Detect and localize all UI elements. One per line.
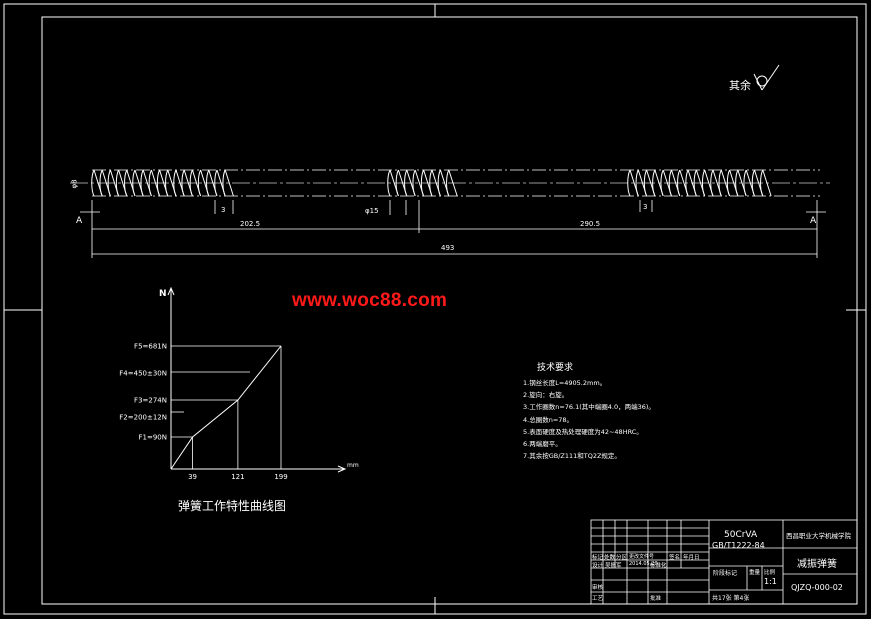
tech-item: 7.其余按GB/Z111和TQ2Z规定。: [523, 452, 621, 461]
tb-standardize: 标准化: [650, 563, 667, 569]
y-tick-label: F3=274N: [134, 397, 167, 405]
tb-header-2: 分区: [616, 555, 628, 561]
center-marks: [4, 4, 866, 614]
dim-pitch-left: 3: [221, 206, 226, 214]
tb-header-1: 处数: [604, 555, 616, 561]
y-axis-label: N: [159, 289, 167, 299]
tb-scale: 1:1: [764, 577, 777, 586]
surface-note: 其余: [729, 79, 751, 92]
chart-axes: [167, 286, 347, 473]
dimension-lines: [80, 200, 826, 258]
dim-left-length: 202.5: [240, 220, 261, 228]
chart-guides: [171, 345, 282, 469]
inner-frame: [41, 16, 858, 605]
tb-drawing-no: QJZQ-000-02: [791, 583, 843, 592]
x-tick-label: 39: [188, 473, 197, 481]
dim-wire-dia: φ15: [365, 207, 379, 215]
chart-series-line: [170, 345, 282, 470]
tb-scale-label: 比例: [764, 570, 776, 576]
x-tick-label: 121: [231, 473, 244, 481]
tb-part-name: 减振弹簧: [797, 559, 837, 570]
tb-school: 西昌职业大学机械学院: [786, 532, 851, 540]
chart-labels: F1=90N F2=200±12N F3=274N F4=450±30N F5=681N…: [119, 289, 359, 481]
tech-requirements-title: 技术要求: [537, 363, 574, 373]
dim-pitch-right: 3: [643, 203, 648, 211]
dim-outer-dia: φ8: [70, 179, 79, 189]
tb-header-4: 签名: [669, 555, 681, 561]
tb-approve: 批准: [650, 596, 662, 602]
tb-date: 2014.05.20: [629, 561, 658, 567]
x-arrow-icon: [337, 465, 347, 473]
spring-coils: [91, 169, 772, 197]
dim-total-length: 493: [441, 244, 455, 252]
y-tick-label: F5=681N: [134, 343, 167, 351]
tb-weight-label: 重量: [749, 570, 761, 576]
tech-item: 5.表面硬度及热处理硬度为42~48HRC。: [523, 427, 643, 436]
tech-item: 1.钢丝长度L=4905.2mm。: [523, 379, 607, 387]
coil-turn: [446, 169, 458, 197]
x-axis-label: mm: [347, 462, 359, 469]
tb-material: 50CrVA: [724, 530, 758, 540]
tb-row-design: 设计: [592, 563, 604, 569]
y-tick-label: F1=90N: [139, 434, 168, 442]
spring-envelope: [70, 169, 830, 197]
tb-header-5: 年月日: [683, 555, 700, 561]
tech-requirements-list: 1.钢丝长度L=4905.2mm。 2.旋向：右旋。 3.工作圈数n=76.1(…: [523, 377, 655, 462]
tech-item: 6.两端磨平。: [523, 440, 562, 449]
tech-item: 3.工作圈数n=76.1(其中端圈4.0，两端36)。: [523, 403, 655, 412]
tech-item: 4.总圈数n=78。: [523, 415, 574, 424]
watermark-text: www.woc88.com: [292, 290, 448, 311]
tb-header-3: 更改文件号: [629, 554, 655, 560]
tb-row-craft: 工艺: [592, 596, 604, 602]
tb-header-0: 标记: [592, 555, 604, 561]
x-tick-label: 199: [274, 473, 287, 481]
tb-designer: 吴振军: [605, 563, 622, 569]
tb-sheet-info: 共17张 第4张: [712, 595, 750, 602]
chart-caption: 弹簧工作特性曲线图: [178, 499, 287, 513]
y-arrow-icon: [167, 286, 175, 296]
section-mark-left: A: [76, 216, 83, 226]
surface-finish-icon: [753, 64, 780, 91]
coil-turn: [760, 169, 772, 197]
section-mark-right: A: [810, 216, 817, 226]
title-block-grid: [590, 519, 858, 605]
y-tick-label: F4=450±30N: [119, 370, 167, 378]
coil-turn: [222, 169, 234, 197]
tb-standard: GB/T1222-84: [712, 541, 765, 550]
tb-row-review: 审核: [592, 585, 604, 591]
dim-right-length: 290.5: [580, 220, 601, 228]
tb-stage-label: 阶段标记: [713, 570, 738, 577]
y-tick-label: F2=200±12N: [119, 414, 167, 422]
tech-item: 2.旋向：右旋。: [523, 391, 569, 400]
